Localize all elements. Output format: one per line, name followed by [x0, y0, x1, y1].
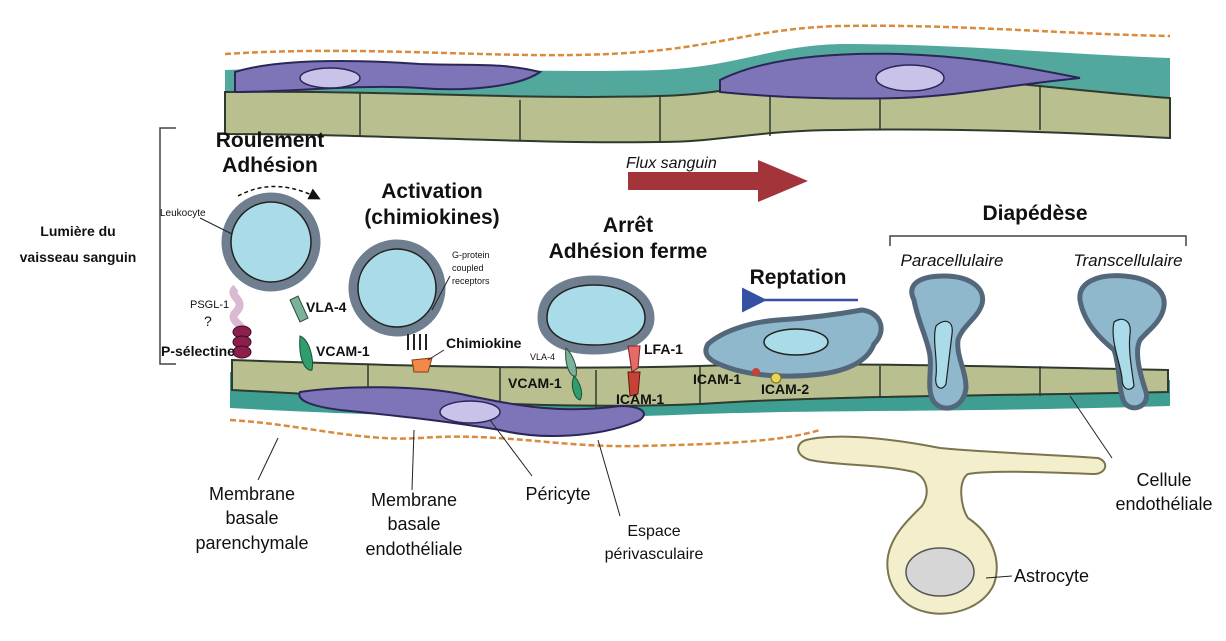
activation-title-line2: (chimiokines): [364, 206, 499, 229]
perivascular-line2: périvasculaire: [605, 546, 704, 563]
flow-label: Flux sanguin: [626, 155, 717, 172]
vcam1-label-b: VCAM-1: [508, 375, 562, 391]
endothelial-cell-line1: Cellule: [1136, 470, 1191, 490]
bottom-labels: Membrane basale parenchymale Membrane ba…: [195, 396, 1212, 586]
gpcr-label-line2: coupled: [452, 263, 484, 273]
top-pericyte-left-nucleus: [300, 68, 360, 88]
endothelial-cell-line2: endothéliale: [1115, 494, 1212, 514]
endothelial-bm-line3: endothéliale: [365, 539, 462, 559]
parenchymal-bm-line1: Membrane: [209, 484, 295, 504]
parenchymal-bm-line2: basale: [225, 508, 278, 528]
arrest-title-line2: Adhésion ferme: [549, 240, 708, 263]
vla4-molecule-rolling: VLA-4: [290, 296, 347, 322]
icam1-molecule-crawl: [752, 368, 760, 376]
endothelial-bm-line2: basale: [387, 514, 440, 534]
chemokine-molecule: [412, 358, 432, 372]
diapedesis-bracket: [890, 236, 1186, 246]
arrest-title-line1: Arrêt: [603, 214, 653, 237]
psgl1-label: PSGL-1: [190, 299, 229, 311]
lumen-bracket: Lumière du vaisseau sanguin: [20, 128, 176, 364]
top-pericyte-right-nucleus: [876, 65, 944, 91]
bottom-pericyte-nucleus: [440, 401, 500, 423]
leukocyte-label: Leukocyte: [160, 208, 206, 219]
astrocyte-nucleus: [906, 548, 974, 596]
astrocyte-cell: [798, 437, 1105, 614]
leukocyte-activation: [353, 244, 441, 332]
gpcr-label-line1: G-protein: [452, 250, 490, 260]
activation-title-line1: Activation: [381, 180, 483, 203]
crawling-title: Reptation: [750, 266, 847, 289]
rolling-title-line1: Roulement: [216, 129, 325, 152]
diapedesis-title: Diapédèse: [982, 202, 1087, 225]
paracellular-label: Paracellulaire: [901, 251, 1004, 270]
vla4-label-a: VLA-4: [306, 299, 347, 315]
leukocyte-arrest: [542, 280, 650, 350]
p-selectin-molecule: [233, 326, 251, 358]
gpcr-label-line3: receptors: [452, 276, 490, 286]
gpcr-receptors: [408, 334, 426, 350]
vla4-label-b: VLA-4: [530, 352, 555, 362]
parenchymal-bm-line3: parenchymale: [195, 533, 308, 553]
transcellular-label: Transcellulaire: [1073, 251, 1182, 270]
chemokine-label: Chimiokine: [446, 335, 522, 351]
lumen-label-line2: vaisseau sanguin: [20, 249, 137, 265]
crawling-nucleus: [764, 329, 828, 355]
stage-rolling: Roulement Adhésion Leukocyte PSGL-1 ? P-…: [160, 129, 370, 370]
p-selectin-label: P-sélectine: [161, 343, 235, 359]
lfa1-label: LFA-1: [644, 341, 683, 357]
leukocyte-rolling: [226, 197, 316, 287]
perivascular-line1: Espace: [627, 523, 680, 540]
question-mark: ?: [204, 313, 212, 329]
icam1-label-b: ICAM-1: [693, 371, 741, 387]
rolling-title-line2: Adhésion: [222, 154, 318, 177]
blood-flow: Flux sanguin: [626, 155, 808, 202]
endothelial-bm-line1: Membrane: [371, 490, 457, 510]
stage-activation: Activation (chimiokines) G-protein coupl…: [353, 180, 522, 372]
lumen-label-line1: Lumière du: [40, 223, 115, 239]
icam2-label: ICAM-2: [761, 381, 809, 397]
icam1-label-a: ICAM-1: [616, 391, 664, 407]
top-vessel-wall: [225, 26, 1170, 143]
pericyte-label: Péricyte: [525, 484, 590, 504]
vcam1-label-a: VCAM-1: [316, 343, 370, 359]
astrocyte-label: Astrocyte: [1014, 566, 1089, 586]
